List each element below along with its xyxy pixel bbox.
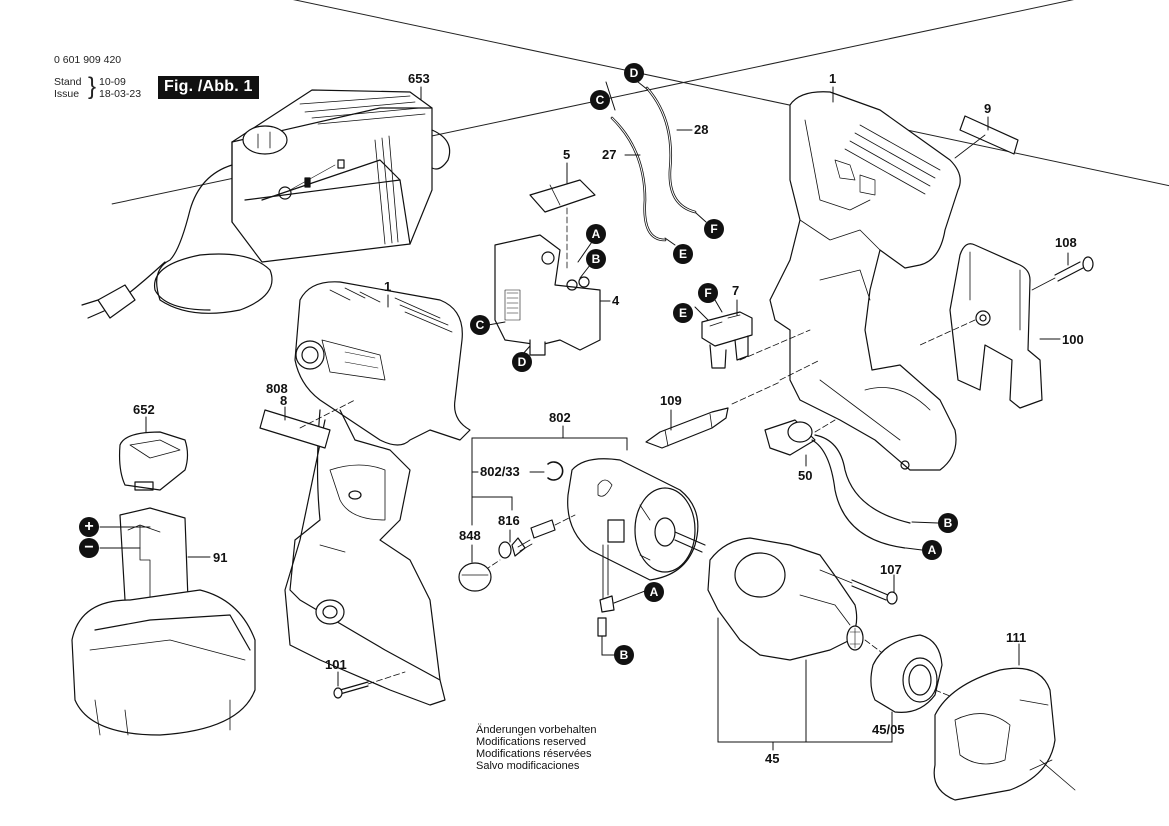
connector-badge-D-top: D [624,63,644,83]
disclaimer-fr: Modifications réservées [476,748,592,760]
motor-drawing [458,458,706,637]
connector-7-drawing [701,311,753,369]
old-date: 10-09 [99,76,1169,88]
part-label-848: 848 [459,528,481,543]
part-label-653: 653 [408,71,430,86]
disclaimer: Änderungen vorbehalten Modifications res… [476,724,596,772]
part-label-45: 45 [765,751,780,766]
plus-terminal-icon: + [79,517,99,537]
connector-badge-E-conn7: E [673,303,693,323]
part-label-100: 100 [1062,332,1084,347]
part-label-107: 107 [880,562,902,577]
nose-cover-drawing [870,634,961,713]
part-label-27: 27 [602,147,617,162]
part-label-808: 808 [266,381,288,396]
part-label-1-rear: 1 [829,71,837,86]
part-label-816: 816 [498,513,520,528]
part-label-108: 108 [1055,235,1077,250]
connector-badge-D-switch: D [512,352,532,372]
led-module-drawing [764,419,911,549]
bit-109-drawing [645,381,781,449]
battery-drawing [71,507,256,736]
connector-badge-B-led: B [938,513,958,533]
housing-front-drawing [284,281,471,706]
bumper-drawing [933,667,1076,801]
connector-badge-F-conn7: F [698,283,718,303]
part-label-45-05: 45/05 [872,722,905,737]
part-label-50: 50 [798,468,813,483]
part-label-28: 28 [694,122,709,137]
connector-badge-A-led: A [922,540,942,560]
part-label-101: 101 [325,657,347,672]
part-label-109: 109 [660,393,682,408]
disclaimer-de: Änderungen vorbehalten [476,724,597,736]
part-label-802: 802 [549,410,571,425]
connector-badge-A-switch: A [586,224,606,244]
battery-cap-drawing [118,431,189,491]
disclaimer-es: Salvo modificaciones [476,760,580,772]
connector-badge-F-top: F [704,219,724,239]
minus-terminal-icon: − [79,538,99,558]
part-number: 0 601 909 420 [54,54,122,66]
connector-badge-B-motor: B [614,645,634,665]
part-label-4: 4 [612,293,620,308]
connector-badge-A-motor: A [644,582,664,602]
connector-badge-C-top: C [590,90,610,110]
leader-lines [99,81,1069,751]
part-label-802-33: 802/33 [480,464,520,479]
issue-label: Issue [54,88,80,100]
issue-date: 18-03-23 [99,88,142,100]
switch-drawing [494,179,601,356]
belt-clip-drawing [919,243,1043,409]
part-label-652: 652 [133,402,155,417]
wires-drawing [610,86,697,242]
connector-badge-C-switch: C [470,315,490,335]
brace-icon: } [88,73,97,100]
disclaimer-en: Modifications reserved [476,736,587,748]
housing-rear-drawing [739,91,961,471]
part-label-91: 91 [213,550,228,565]
part-label-5: 5 [563,147,571,162]
part-label-8: 8 [280,393,288,408]
connector-badge-E-top: E [673,244,693,264]
label-plate-9 [959,115,1019,155]
part-label-1-front: 1 [384,279,392,294]
figure-label: Fig. /Abb. 1 [158,76,259,99]
screw-101-drawing [333,671,406,699]
part-label-111: 111 [1006,630,1027,645]
connector-badge-B-switch: B [586,249,606,269]
part-label-7: 7 [732,283,740,298]
gearbox-drawing [707,537,898,661]
part-label-9: 9 [984,101,992,116]
screw-108-drawing [1031,256,1094,291]
charger-drawing [81,89,451,319]
stand-label: Stand [54,76,82,88]
